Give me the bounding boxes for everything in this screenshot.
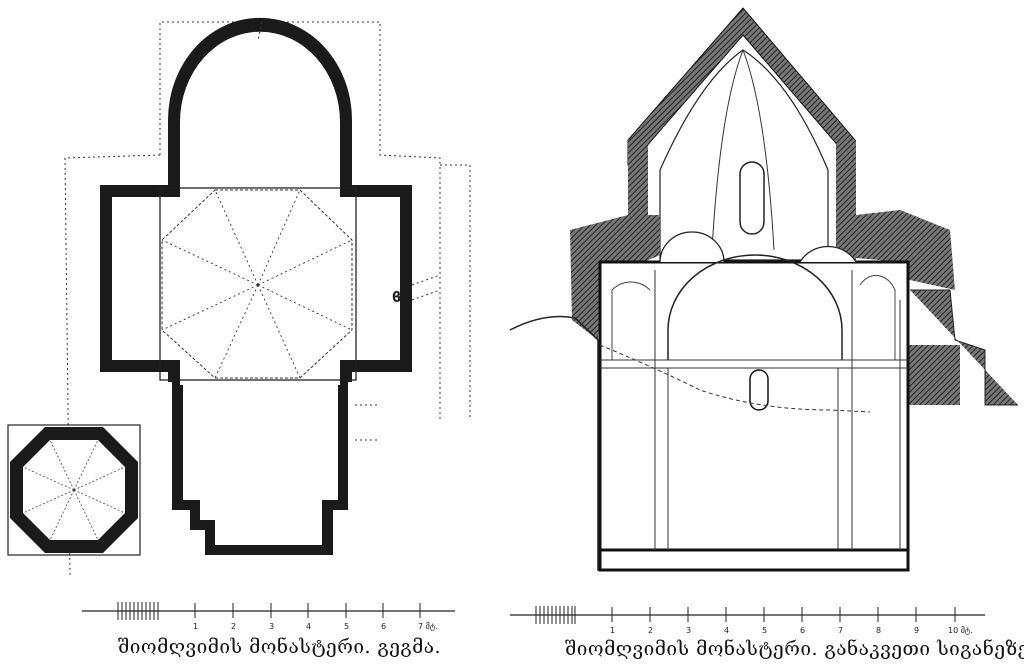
- ground-left: [509, 315, 610, 571]
- scale-label: 8: [876, 626, 882, 635]
- scale-label: 6: [800, 626, 806, 635]
- plan-inner-space: [112, 31, 400, 546]
- floor-plan: [7, 17, 471, 576]
- scale-label: 2: [648, 626, 654, 635]
- dotted-site-outline: [64, 21, 471, 576]
- scale-label: 1: [610, 626, 616, 635]
- dome-square: [159, 187, 357, 381]
- scale-label: 1: [193, 622, 199, 631]
- drum-plan-inset: [7, 424, 141, 556]
- scale-label: 7: [838, 626, 844, 635]
- scale-label: 3: [686, 626, 692, 635]
- scale-label: 4: [306, 622, 312, 631]
- plan-caption: შიომღვიმის მონასტერი. გეგმა.: [118, 636, 442, 658]
- scale-label: 10 მტ.: [948, 626, 973, 635]
- scale-label: 9: [914, 626, 920, 635]
- scale-label: 6: [381, 622, 387, 631]
- right-wall-mass: [856, 210, 955, 290]
- main-hall: [598, 260, 910, 572]
- cross-section: [509, 7, 1018, 572]
- hall-window: [749, 369, 769, 411]
- scale-label: 2: [231, 622, 237, 631]
- section-caption: შიომღვიმის მონასტერი. განაკვეთი სიგანეზე…: [565, 638, 1024, 660]
- section-scale-bar: [510, 606, 985, 624]
- dome-ribs: [161, 189, 353, 379]
- scale-label: 7 მტ.: [418, 622, 438, 631]
- drum-window: [739, 161, 765, 235]
- dome-octagon: [161, 189, 353, 379]
- scale-label: 3: [269, 622, 275, 631]
- central-arch: [667, 254, 843, 360]
- plan-scale-bar: [82, 602, 455, 620]
- scale-label: 5: [344, 622, 350, 631]
- plan-mark: ϐ: [392, 290, 402, 306]
- scale-label: 5: [762, 626, 768, 635]
- scale-label: 4: [724, 626, 730, 635]
